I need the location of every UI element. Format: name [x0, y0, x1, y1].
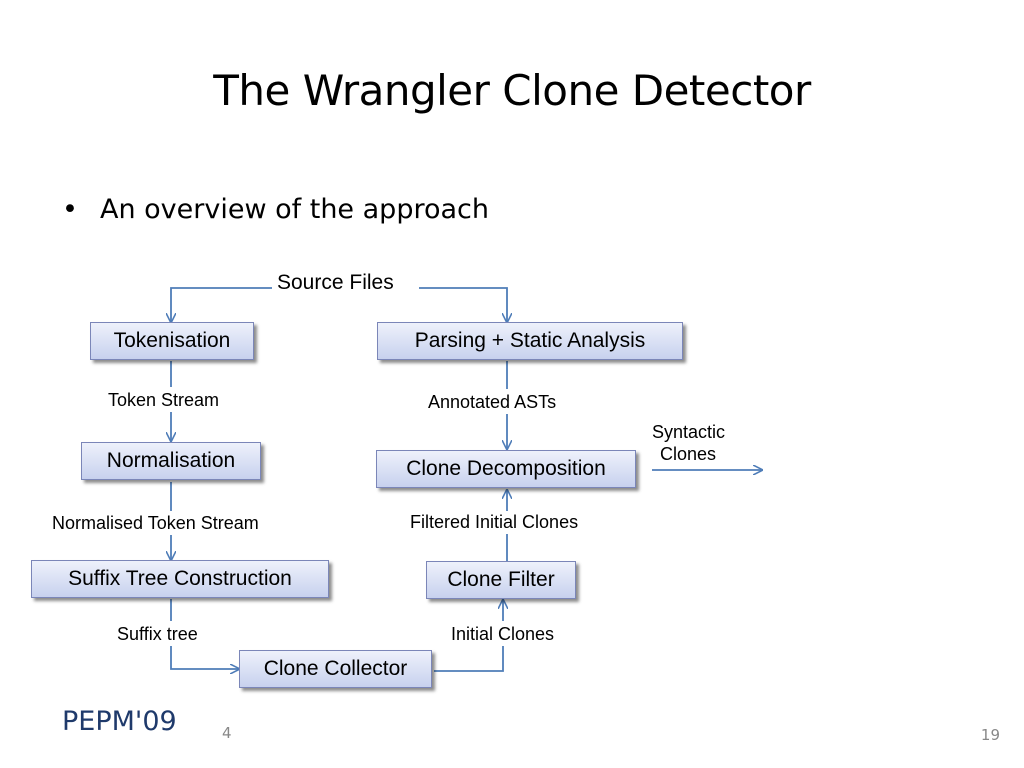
- label-filtered-initial-clones: Filtered Initial Clones: [410, 512, 579, 532]
- arrow-suffix-tree-to-collector: [170, 599, 239, 669]
- bullet-dot-icon: •: [62, 194, 78, 225]
- bullet-text: An overview of the approach: [100, 194, 489, 225]
- arrow-source-to-tokenisation: [171, 287, 272, 322]
- label-annotated-asts: Annotated ASTs: [428, 392, 557, 412]
- node-clone-decomposition: Clone Decomposition: [376, 450, 636, 488]
- node-tokenisation: Tokenisation: [90, 322, 254, 360]
- label-suffix-tree: Suffix tree: [117, 624, 198, 644]
- label-token-stream: Token Stream: [108, 390, 220, 410]
- arrow-collector-to-filter: [434, 600, 503, 672]
- footer-conference: PEPM'09: [62, 706, 177, 737]
- node-clone-filter: Clone Filter: [426, 561, 576, 599]
- label-syntactic-clones: Syntactic Clones: [652, 421, 725, 465]
- label-syntactic-clones-line2: Clones: [660, 444, 717, 464]
- node-suffix-tree-construction: Suffix Tree Construction: [31, 560, 329, 598]
- bullet-item: • An overview of the approach: [62, 194, 489, 225]
- label-initial-clones: Initial Clones: [451, 624, 555, 644]
- label-syntactic-clones-line1: Syntactic: [652, 422, 726, 442]
- node-parsing-static-analysis: Parsing + Static Analysis: [377, 322, 683, 360]
- slide-title: The Wrangler Clone Detector: [213, 66, 811, 115]
- footer-number: 4: [222, 724, 232, 742]
- label-normalised-token-stream: Normalised Token Stream: [52, 513, 259, 533]
- arrow-source-to-parsing: [419, 287, 507, 322]
- node-normalisation: Normalisation: [81, 442, 261, 480]
- node-clone-collector: Clone Collector: [239, 650, 432, 688]
- label-source-files: Source Files: [277, 271, 394, 294]
- page-number: 19: [980, 726, 1000, 744]
